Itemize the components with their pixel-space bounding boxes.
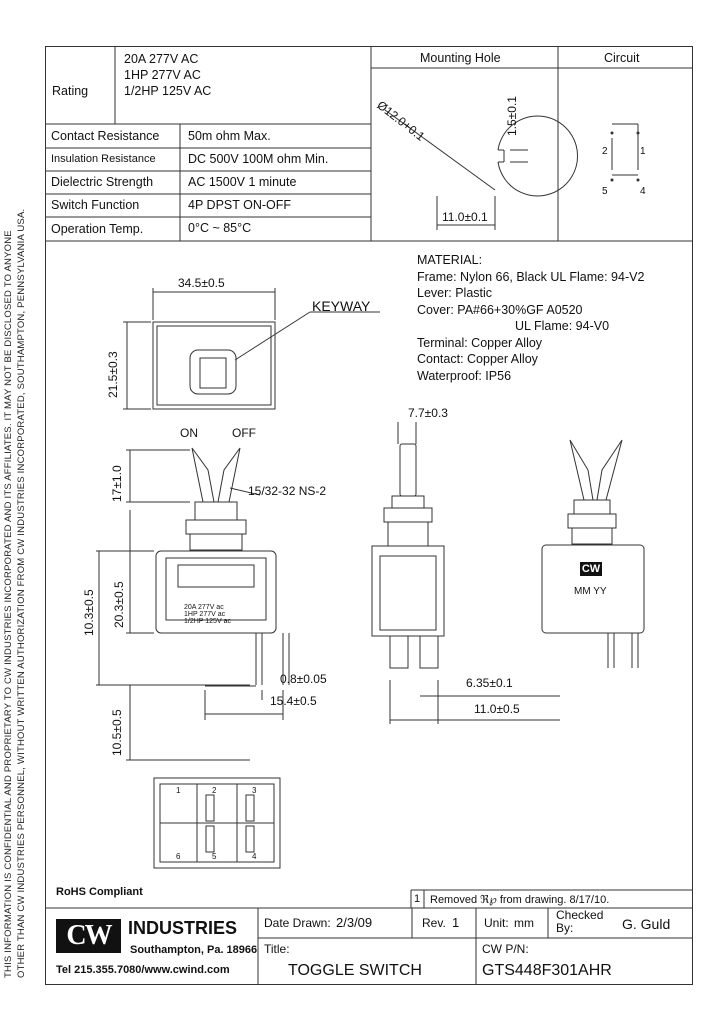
lever-width-dim: 7.7±0.3 <box>408 406 448 420</box>
material-notes: MATERIAL: Frame: Nylon 66, Black UL Flam… <box>417 252 644 384</box>
bottom-pin-5: 5 <box>212 852 217 861</box>
rev-label: Rev. <box>422 916 446 930</box>
body-height-2-dim: 20.3±0.5 <box>112 581 126 628</box>
insulation-resistance-label: Insulation Resistance <box>51 153 156 165</box>
circuit-pin-2: 2 <box>602 146 608 157</box>
rating-line-1: 20A 277V AC <box>124 52 199 66</box>
top-view-height-dim: 21.5±0.3 <box>106 351 120 398</box>
date-drawn-value: 2/3/09 <box>336 915 373 930</box>
material-contact: Contact: Copper Alloy <box>417 352 538 366</box>
thread-spec: 15/32-32 NS-2 <box>248 484 327 498</box>
rating-line-3: 1/2HP 125V AC <box>124 84 212 98</box>
rating-label: Rating <box>52 84 89 98</box>
company-name: INDUSTRIES <box>128 918 238 938</box>
circuit-pin-4: 4 <box>640 186 646 197</box>
bottom-pin-4: 4 <box>252 852 257 861</box>
material-cover: Cover: PA#66+30%GF A0520 <box>417 302 583 317</box>
material-terminal: Terminal: Copper Alloy <box>417 335 543 350</box>
part-number-value: GTS448F301AHR <box>482 962 612 979</box>
contact-resistance-label: Contact Resistance <box>51 129 160 143</box>
cw-logo: CW <box>56 919 121 953</box>
unit-label: Unit: <box>484 916 509 930</box>
company-contact: Tel 215.355.7080/www.cwind.com <box>56 964 230 976</box>
bottom-pin-3: 3 <box>252 786 257 795</box>
bottom-pin-1: 1 <box>176 786 181 795</box>
off-label: OFF <box>232 426 256 440</box>
tab-span-dim: 11.0±0.5 <box>474 702 520 716</box>
body-brand-logo: CW <box>580 562 602 576</box>
bottom-pin-2: 2 <box>212 786 217 795</box>
terminal-width-dim: 0.8±0.05 <box>280 672 327 686</box>
bottom-pin-6: 6 <box>176 852 181 861</box>
operation-temp-label: Operation Temp. <box>51 222 144 236</box>
circuit-header: Circuit <box>604 51 640 65</box>
material-frame: Frame: Nylon 66, Black UL Flame: 94-V2 <box>417 269 645 284</box>
rev-value: 1 <box>452 915 460 930</box>
operation-temp-value: 0°C ~ 85°C <box>188 221 252 235</box>
lever-height-dim: 17±1.0 <box>110 465 124 502</box>
title-label: Title: <box>264 942 290 956</box>
mounting-hole-width: 11.0±0.1 <box>442 210 488 224</box>
material-lever: Lever: Plastic <box>417 286 493 300</box>
insulation-resistance-value: DC 500V 100M ohm Min. <box>188 152 329 166</box>
mounting-hole-header: Mounting Hole <box>420 51 501 65</box>
circuit-pin-5: 5 <box>602 186 608 197</box>
dielectric-strength-label: Dielectric Strength <box>51 175 154 189</box>
material-title: MATERIAL: <box>417 253 483 267</box>
rohs-compliant: RoHS Compliant <box>56 886 143 898</box>
title-value: TOGGLE SWITCH <box>288 962 422 979</box>
date-drawn-label: Date Drawn: <box>264 916 331 930</box>
top-view-width-dim: 34.5±0.5 <box>178 276 225 290</box>
unit-value: mm <box>514 916 534 930</box>
revision-number: 1 <box>414 893 421 905</box>
part-number-label: CW P/N: <box>482 942 529 956</box>
body-rating-label: 20A 277V ac 1HP 277V ac 1/2HP 125V ac <box>184 604 231 625</box>
terminal-length-dim: 10.5±0.5 <box>110 709 124 756</box>
keyway-label: KEYWAY <box>312 298 371 314</box>
checked-by-label: Checked By: <box>556 908 604 935</box>
rating-line-2: 1HP 277V AC <box>124 68 201 82</box>
body-height-1-dim: 10.3±0.5 <box>82 589 96 636</box>
body-rating-2: 1HP 277V ac <box>184 611 226 618</box>
terminal-span-dim: 15.4±0.5 <box>270 694 317 708</box>
material-cover-ul: UL Flame: 94-V0 <box>515 319 610 333</box>
dielectric-strength-value: AC 1500V 1 minute <box>188 175 297 189</box>
body-rating-1: 20A 277V ac <box>184 604 224 611</box>
body-rating-3: 1/2HP 125V ac <box>184 618 231 625</box>
checked-by-value: G. Guld <box>622 916 671 932</box>
mounting-keyway-dim: 1.5±0.1 <box>505 96 519 136</box>
circuit-pin-1: 1 <box>640 146 646 157</box>
switch-function-label: Switch Function <box>51 198 140 212</box>
switch-function-value: 4P DPST ON-OFF <box>188 198 292 212</box>
drawing-frame <box>45 46 693 985</box>
revision-note: Removed ℜ℘ from drawing. 8/17/10. <box>430 894 610 906</box>
material-waterproof: Waterproof: IP56 <box>417 368 512 383</box>
contact-resistance-value: 50m ohm Max. <box>188 129 271 143</box>
company-city: Southampton, Pa. 18966 <box>130 944 258 956</box>
tab-width-dim: 6.35±0.1 <box>466 676 513 690</box>
on-label: ON <box>180 426 198 440</box>
date-code: MM YY <box>574 586 607 597</box>
